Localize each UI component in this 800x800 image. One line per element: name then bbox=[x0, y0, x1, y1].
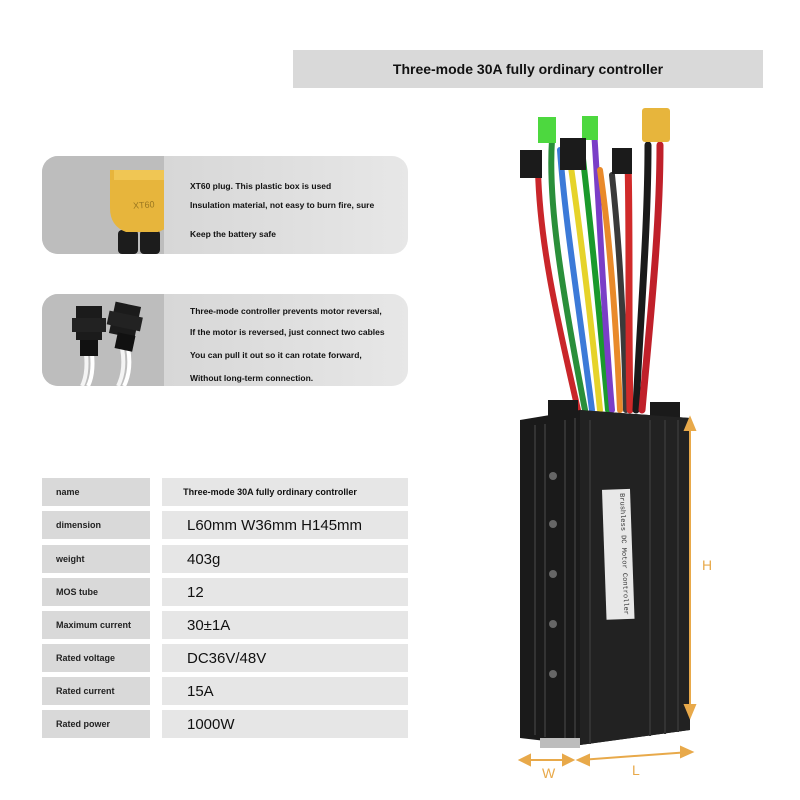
xt60-connector-icon bbox=[642, 108, 670, 142]
xt60-plug-label: XT60 bbox=[133, 199, 155, 210]
spec-value: 12 bbox=[162, 578, 408, 606]
spec-row-weight: weight 403g bbox=[42, 545, 408, 573]
spec-row-rated-voltage: Rated voltage DC36V/48V bbox=[42, 644, 408, 672]
spec-row-rated-current: Rated current 15A bbox=[42, 677, 408, 705]
xt60-plug-thumbnail: XT60 bbox=[42, 156, 176, 254]
green-connector-icon bbox=[582, 116, 598, 140]
spec-value: 30±1A bbox=[162, 611, 408, 639]
spec-label: Maximum current bbox=[42, 611, 150, 639]
black-connector-icon bbox=[612, 148, 632, 174]
spec-value: DC36V/48V bbox=[162, 644, 408, 672]
spec-value: 403g bbox=[162, 545, 408, 573]
black-connector-icon bbox=[560, 138, 586, 170]
spec-label: Rated current bbox=[42, 677, 150, 705]
feature-text: Three-mode controller prevents motor rev… bbox=[190, 306, 382, 316]
feature-text: You can pull it out so it can rotate for… bbox=[190, 350, 362, 360]
connector-thumbnail bbox=[42, 294, 164, 387]
spec-label: weight bbox=[42, 545, 150, 573]
spec-row-mos-tube: MOS tube 12 bbox=[42, 578, 408, 606]
dimension-l-label: L bbox=[632, 762, 640, 778]
feature-text: Insulation material, not easy to burn fi… bbox=[190, 200, 375, 210]
wire-bundle bbox=[535, 127, 664, 414]
page-title: Three-mode 30A fully ordinary controller bbox=[293, 50, 763, 88]
feature-mode-connector: Three-mode controller prevents motor rev… bbox=[42, 294, 408, 387]
feature-text: Without long-term connection. bbox=[190, 373, 314, 383]
feature-text: If the motor is reversed, just connect t… bbox=[190, 327, 385, 337]
spec-value: Three-mode 30A fully ordinary controller bbox=[162, 478, 408, 506]
spec-value: 15A bbox=[162, 677, 408, 705]
feature-text: Keep the battery safe bbox=[190, 229, 276, 239]
dimension-w-label: W bbox=[542, 765, 556, 781]
spec-label: Rated voltage bbox=[42, 644, 150, 672]
black-connector-icon bbox=[520, 150, 542, 178]
green-connector-icon bbox=[538, 117, 556, 143]
spec-value: L60mm W36mm H145mm bbox=[162, 511, 408, 539]
xt60-plug-icon: XT60 bbox=[110, 170, 176, 254]
controller-product-image: Brushless DC Motor Controller H W L bbox=[517, 108, 712, 781]
spec-label: name bbox=[42, 478, 150, 506]
spec-value: 1000W bbox=[162, 710, 408, 738]
spec-label: MOS tube bbox=[42, 578, 150, 606]
feature-xt60-plug: XT60 XT60 plug. This plastic box is used… bbox=[42, 156, 408, 254]
spec-label: dimension bbox=[42, 511, 150, 539]
spec-row-dimension: dimension L60mm W36mm H145mm bbox=[42, 511, 408, 539]
spec-row-max-current: Maximum current 30±1A bbox=[42, 611, 408, 639]
connector-plug-icon bbox=[72, 301, 143, 387]
spec-label: Rated power bbox=[42, 710, 150, 738]
spec-row-name: name Three-mode 30A fully ordinary contr… bbox=[42, 478, 408, 506]
dimension-h-label: H bbox=[702, 557, 712, 573]
spec-row-rated-power: Rated power 1000W bbox=[42, 710, 408, 738]
feature-text: XT60 plug. This plastic box is used bbox=[190, 181, 332, 191]
